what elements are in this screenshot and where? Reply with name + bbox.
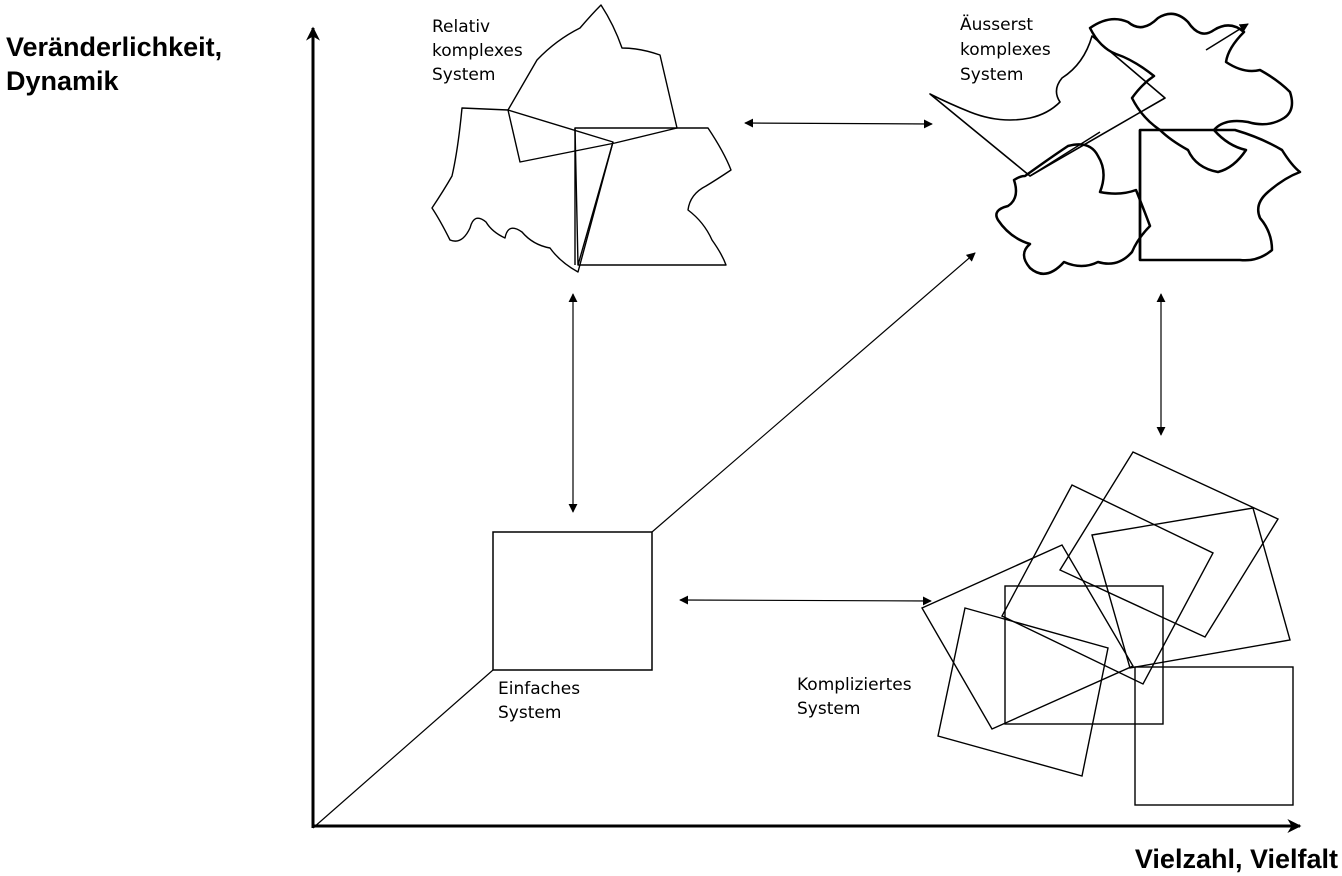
aeusserst-komplexes-system-shape bbox=[929, 12, 1302, 275]
y-axis-label-line1: Veränderlichkeit, bbox=[6, 32, 223, 62]
einfach-label-line2: System bbox=[498, 703, 561, 723]
arrow-relativ-aeusserst bbox=[744, 118, 933, 129]
kompliziertes-system-shape bbox=[921, 451, 1294, 806]
aeusserst-label-line2: komplexes bbox=[960, 40, 1051, 60]
y-axis-label-line2: Dynamik bbox=[6, 66, 119, 96]
relativ-komplexes-system-shape bbox=[431, 4, 732, 273]
diagonal-origin-to-einfach bbox=[312, 669, 494, 829]
aeusserst-label-line1: Äusserst bbox=[960, 14, 1033, 35]
einfach-label-line1: Einfaches bbox=[498, 679, 580, 699]
diagonal-arrow-einfach-to-aeusserst bbox=[651, 252, 976, 533]
y-axis-label: Veränderlichkeit, Dynamik bbox=[6, 30, 222, 98]
aeusserst-label-line3: System bbox=[960, 65, 1023, 85]
arrow-einfach-kompliziert bbox=[679, 595, 932, 606]
relativ-label-line2: komplexes bbox=[432, 41, 523, 61]
kompliziert-label-line1: Kompliziertes bbox=[797, 675, 912, 695]
relativ-label-line1: Relativ bbox=[432, 17, 490, 37]
relativ-label-line3: System bbox=[432, 65, 495, 85]
x-axis-label: Vielzahl, Vielfalt bbox=[1134, 844, 1338, 874]
einfaches-system-square bbox=[492, 531, 653, 671]
kompliziert-label-line2: System bbox=[797, 699, 860, 719]
